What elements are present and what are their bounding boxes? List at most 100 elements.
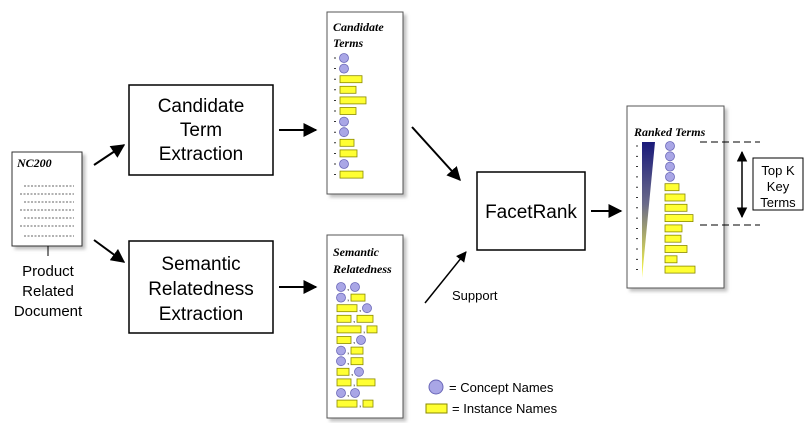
candidate-concept-icon (339, 127, 349, 138)
semantic-box-line-2: Relatedness (148, 279, 254, 300)
candidate-box-line-2: Term (180, 120, 222, 141)
relatedness-instance-bar (356, 378, 376, 387)
relatedness-instance-bar (336, 325, 362, 334)
relatedness-concept-icon (336, 282, 346, 292)
ranked-instance-bar (664, 183, 680, 192)
relatedness-instance-bar (336, 367, 350, 376)
candidate-instance-bar (339, 85, 357, 94)
document-caption-line-1: Product (22, 263, 75, 280)
pair-separator: , (359, 400, 361, 409)
ranked-terms-panel: Ranked Terms (626, 105, 725, 289)
relatedness-concept-icon (336, 356, 346, 367)
semantic-panel-title-2: Relatedness (332, 262, 392, 276)
pair-separator: , (359, 304, 361, 313)
pair-separator: , (347, 347, 349, 356)
relatedness-instance-bar (350, 346, 364, 355)
pair-separator: , (363, 325, 365, 334)
pair-separator: , (353, 336, 355, 345)
document-caption-line-3: Document (14, 303, 83, 320)
candidate-instance-bar (339, 138, 355, 147)
arrow-support-to-facetrank (424, 251, 467, 304)
top-k-line-2: Key (767, 179, 790, 194)
relatedness-instance-bar (362, 399, 374, 408)
candidate-instance-bar (339, 170, 364, 179)
document-text-lines (20, 185, 74, 237)
relatedness-concept-icon (362, 303, 372, 314)
document-caption-line-2: Related (22, 283, 74, 300)
relatedness-instance-bar (336, 378, 352, 387)
relatedness-instance-bar (350, 293, 366, 302)
relatedness-instance-bar (356, 314, 374, 323)
support-label: Support (452, 288, 498, 303)
ranked-instance-bar (664, 203, 688, 212)
ranked-instance-bar (664, 245, 688, 253)
relatedness-concept-icon (336, 292, 346, 303)
relatedness-concept-icon (350, 282, 360, 292)
relatedness-instance-bar (336, 314, 352, 323)
candidate-terms-title-1: Candidate (333, 20, 384, 34)
legend: = Concept Names = Instance Names (425, 379, 558, 416)
candidate-term-extraction-box: Candidate Term Extraction (128, 84, 274, 176)
ranked-instance-bar (664, 193, 686, 202)
candidate-concept-icon (339, 116, 349, 127)
candidate-instance-bar (339, 75, 363, 84)
relatedness-concept-icon (354, 366, 364, 377)
top-k-bracket: Top K Key Terms (700, 141, 804, 226)
ranked-instance-bar (664, 214, 694, 223)
top-k-line-1: Top K (761, 163, 795, 178)
pair-separator: , (353, 315, 355, 324)
candidate-concept-icon (339, 53, 349, 63)
candidate-terms-panel: Candidate Terms (326, 11, 404, 195)
pair-separator: , (347, 283, 349, 292)
semantic-box-line-3: Extraction (159, 304, 243, 325)
legend-concept-swatch (428, 379, 444, 395)
top-k-box (752, 157, 804, 211)
ranked-terms-list (636, 141, 696, 274)
arrow-doc-to-semantic (93, 239, 126, 263)
semantic-relatedness-list: ,,,,,,,,,,,, (336, 282, 378, 409)
relatedness-instance-bar (336, 304, 358, 313)
ranked-concept-icon (665, 151, 675, 162)
relatedness-instance-bar (336, 336, 352, 344)
ranked-concept-icon (665, 141, 675, 151)
ranked-instance-bar (664, 224, 683, 233)
facetrank-label: FacetRank (485, 202, 577, 223)
arrow-terms-to-facetrank (411, 126, 461, 182)
candidate-terms-list (334, 53, 367, 179)
candidate-concept-icon (339, 159, 349, 169)
ranked-instance-bar (664, 234, 682, 243)
top-k-line-3: Terms (760, 195, 796, 210)
relatedness-instance-bar (336, 399, 358, 408)
relatedness-concept-icon (356, 335, 366, 345)
ranked-terms-title: Ranked Terms (633, 125, 706, 139)
pair-separator: , (347, 294, 349, 303)
candidate-instance-bar (339, 107, 357, 115)
pair-separator: , (351, 368, 353, 377)
semantic-box-line-1: Semantic (161, 254, 240, 275)
candidate-terms-title-2: Terms (333, 36, 364, 50)
candidate-box-line-1: Candidate (158, 96, 245, 117)
relatedness-instance-bar (366, 325, 378, 334)
candidate-concept-icon (339, 63, 349, 74)
relatedness-concept-icon (350, 388, 360, 398)
facetrank-box: FacetRank (476, 171, 586, 251)
legend-concept-label: = Concept Names (449, 380, 554, 395)
relatedness-concept-icon (336, 388, 346, 398)
pair-separator: , (347, 389, 349, 398)
semantic-relatedness-panel: Semantic Relatedness ,,,,,,,,,,,, (326, 234, 404, 419)
ranked-instance-bar (664, 255, 678, 264)
relatedness-concept-icon (336, 345, 346, 356)
document-page (11, 151, 83, 247)
candidate-box-line-3: Extraction (159, 144, 243, 165)
pair-separator: , (353, 378, 355, 387)
relatedness-instance-bar (350, 357, 364, 366)
ranking-gradient-wedge (642, 142, 655, 278)
document-label: NC200 (16, 156, 52, 170)
legend-instance-label: = Instance Names (452, 401, 558, 416)
candidate-instance-bar (339, 149, 358, 158)
semantic-panel-title-1: Semantic (333, 245, 380, 259)
ranked-concept-icon (665, 161, 675, 172)
arrow-doc-to-candidate (93, 144, 126, 166)
legend-instance-swatch (425, 403, 448, 414)
